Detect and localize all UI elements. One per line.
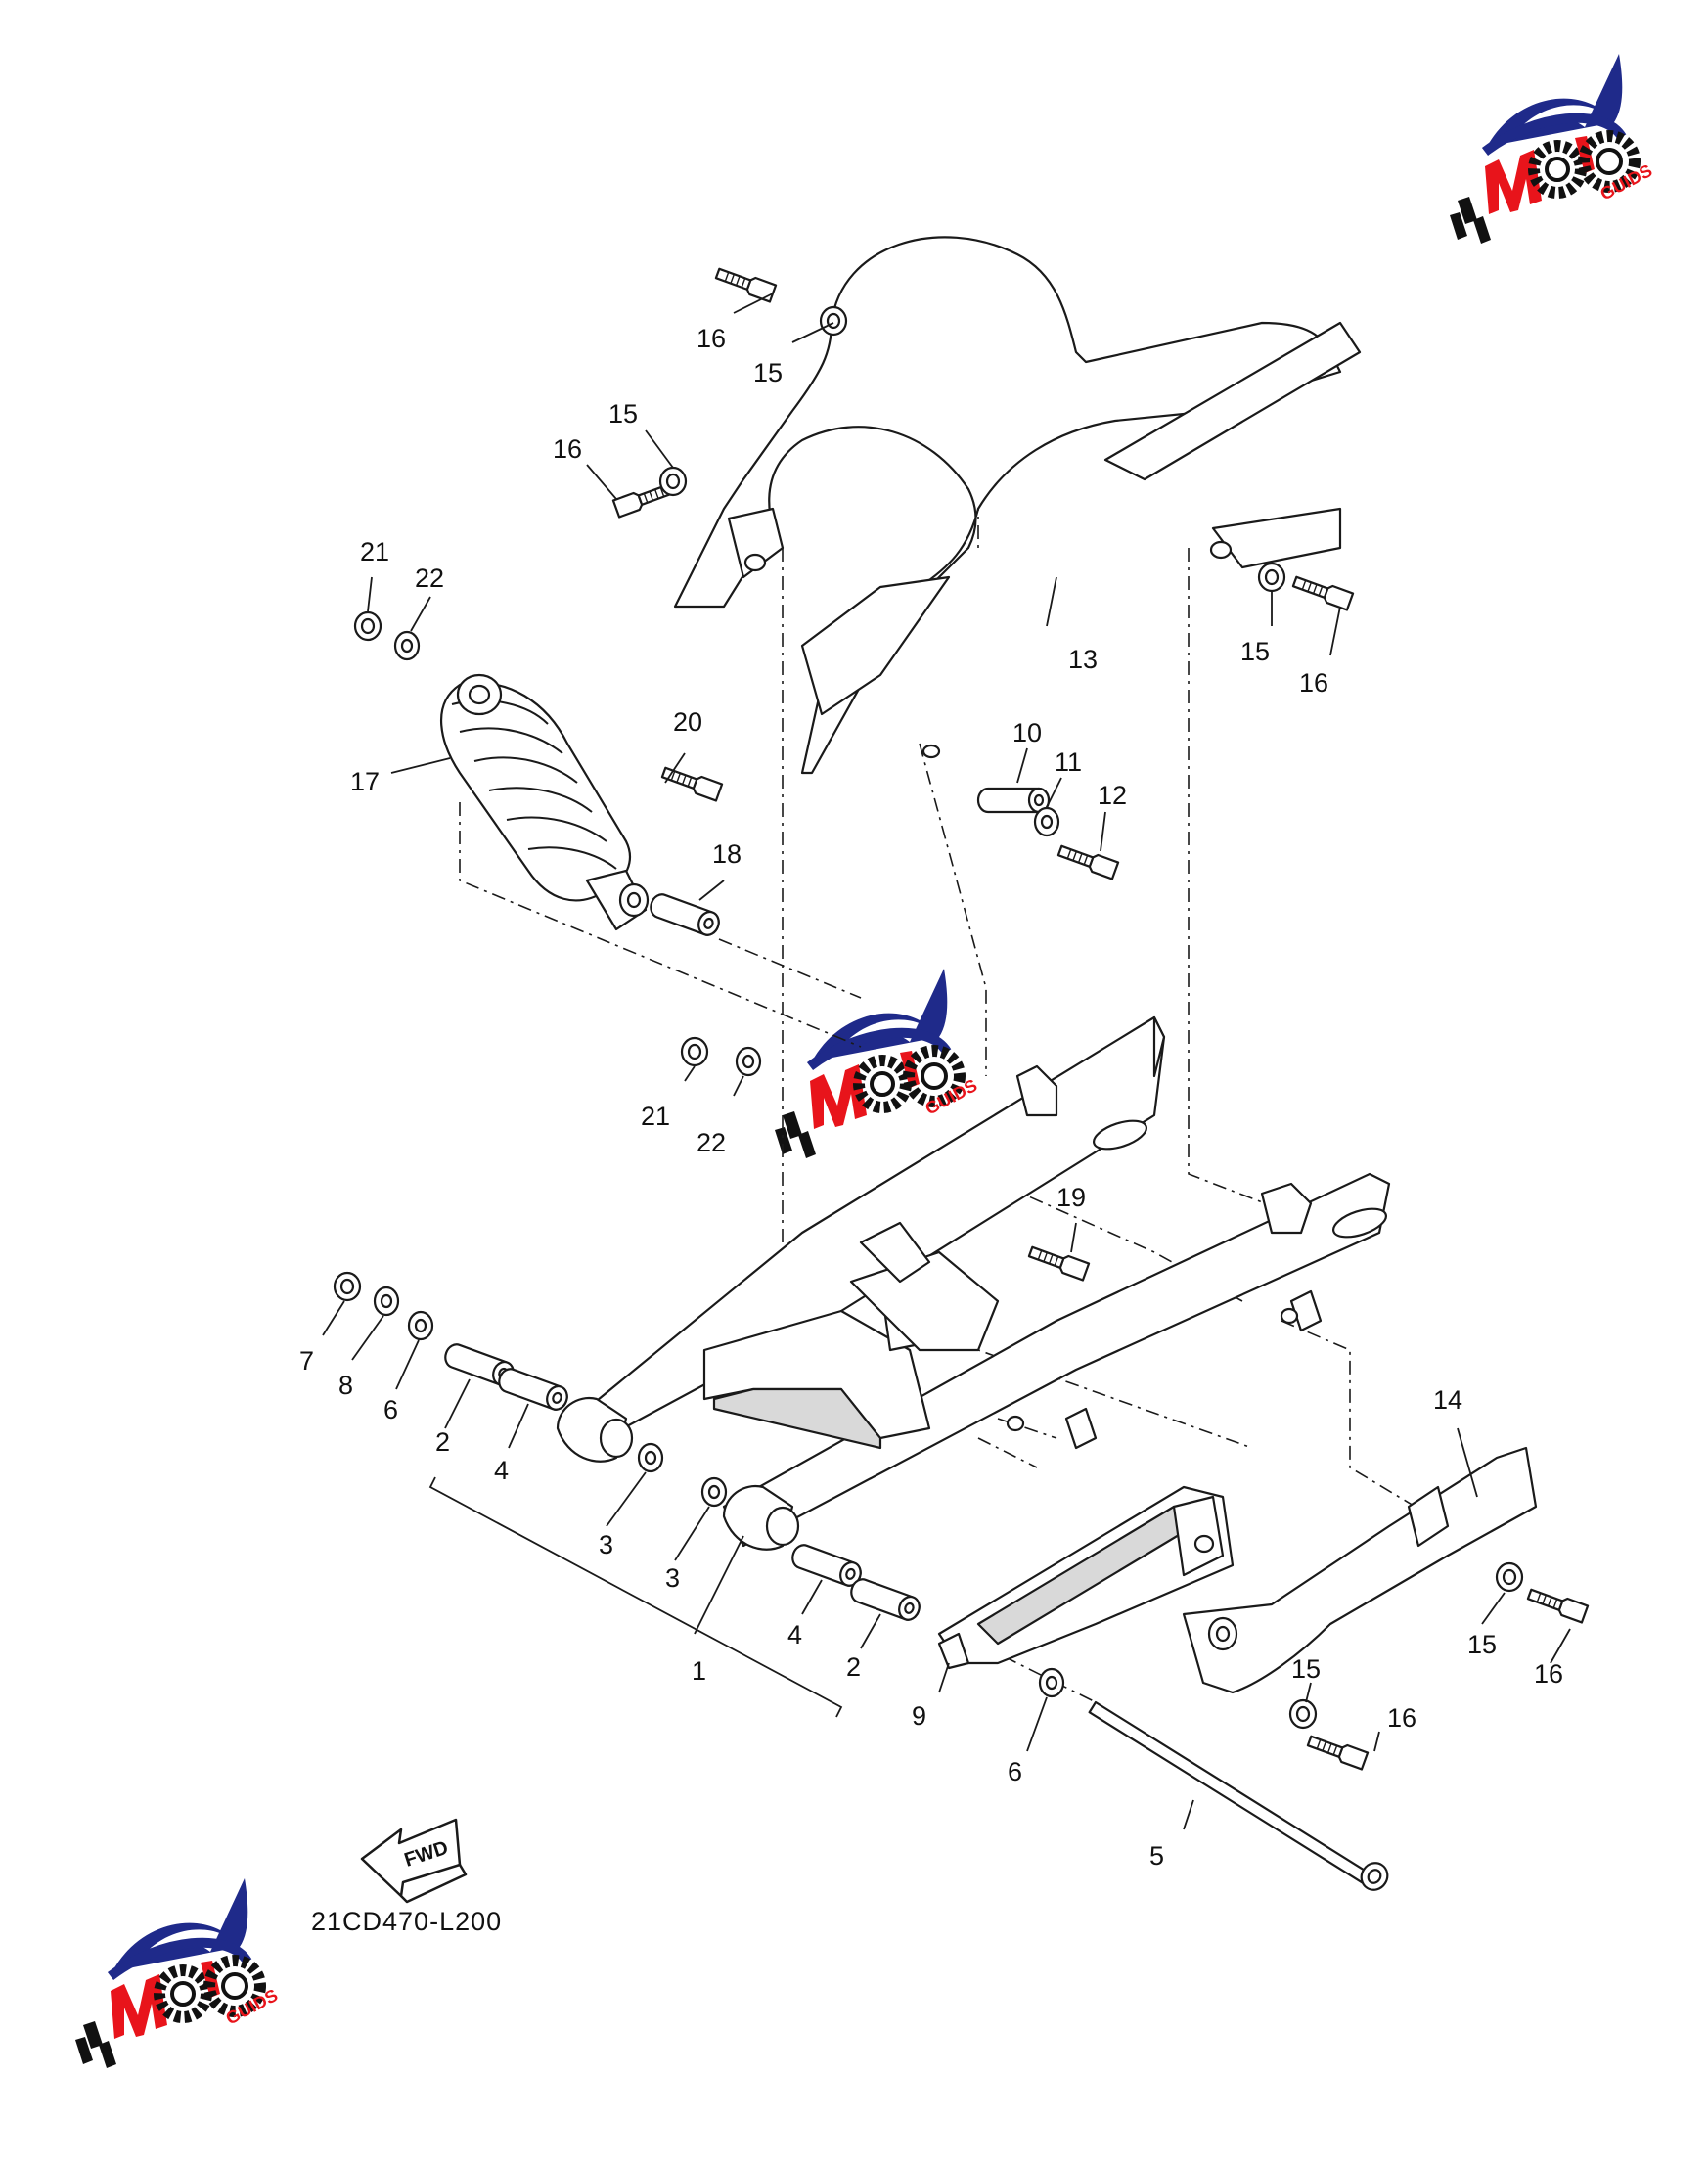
- callout-20: 20: [673, 707, 702, 737]
- chain-guard: [937, 1485, 1235, 1670]
- callout-16-right: 16: [1299, 668, 1328, 698]
- callout-15-top: 15: [753, 358, 783, 387]
- logo-top-right: [1450, 54, 1655, 244]
- callout-21-mid: 21: [641, 1102, 670, 1131]
- rear-shock-absorber: [439, 673, 650, 931]
- callout-labels: 1 2 2 3 3 4 4 5 6 6 7 8 9 10 11 12 13 14…: [299, 324, 1563, 1871]
- callout-9: 9: [912, 1701, 926, 1731]
- logo-center: [775, 969, 980, 1158]
- callout-4-left: 4: [494, 1456, 509, 1485]
- callout-5: 5: [1149, 1841, 1164, 1871]
- callout-13: 13: [1068, 645, 1098, 674]
- callout-15-right: 15: [1240, 637, 1270, 666]
- callout-19: 19: [1056, 1183, 1086, 1212]
- callout-7: 7: [299, 1346, 314, 1376]
- fasteners: [333, 263, 1590, 1896]
- callout-15-lower-right: 15: [1467, 1630, 1497, 1659]
- callout-18: 18: [712, 839, 742, 869]
- callout-21-top: 21: [360, 537, 389, 566]
- callout-16-lower-right: 16: [1534, 1659, 1563, 1689]
- diagram-code: 21CD470-L200: [311, 1907, 502, 1936]
- pivot-shaft: [1088, 1700, 1394, 1896]
- callout-15-lower: 15: [1291, 1654, 1321, 1684]
- callout-3-right: 3: [665, 1563, 680, 1593]
- callout-16-top: 16: [697, 324, 726, 353]
- callout-2-right: 2: [846, 1652, 861, 1682]
- fwd-arrow: FWD: [360, 1818, 468, 1904]
- callout-17: 17: [350, 767, 380, 796]
- callout-22-mid: 22: [697, 1128, 726, 1157]
- callout-15-upper-left: 15: [608, 399, 638, 429]
- callout-6-left: 6: [383, 1395, 398, 1424]
- callout-6-right: 6: [1008, 1757, 1022, 1786]
- callout-16-lower: 16: [1387, 1703, 1416, 1733]
- swingarm: [556, 1015, 1391, 1551]
- callout-3-left: 3: [599, 1530, 613, 1559]
- callout-1: 1: [692, 1656, 706, 1686]
- callout-4-right: 4: [787, 1620, 802, 1649]
- leader-lines: [322, 293, 1571, 1830]
- callout-22-top: 22: [415, 564, 444, 593]
- rear-mud-guard: [1182, 1446, 1538, 1694]
- callout-12: 12: [1098, 781, 1127, 810]
- callout-2-left: 2: [435, 1427, 450, 1457]
- callout-8: 8: [338, 1371, 353, 1400]
- callout-14: 14: [1433, 1385, 1462, 1415]
- callout-11: 11: [1055, 747, 1082, 777]
- logo-bottom-left: [75, 1878, 281, 2068]
- callout-16-upper-left: 16: [553, 434, 582, 464]
- callout-10: 10: [1012, 718, 1042, 747]
- rear-fender: [673, 236, 1362, 775]
